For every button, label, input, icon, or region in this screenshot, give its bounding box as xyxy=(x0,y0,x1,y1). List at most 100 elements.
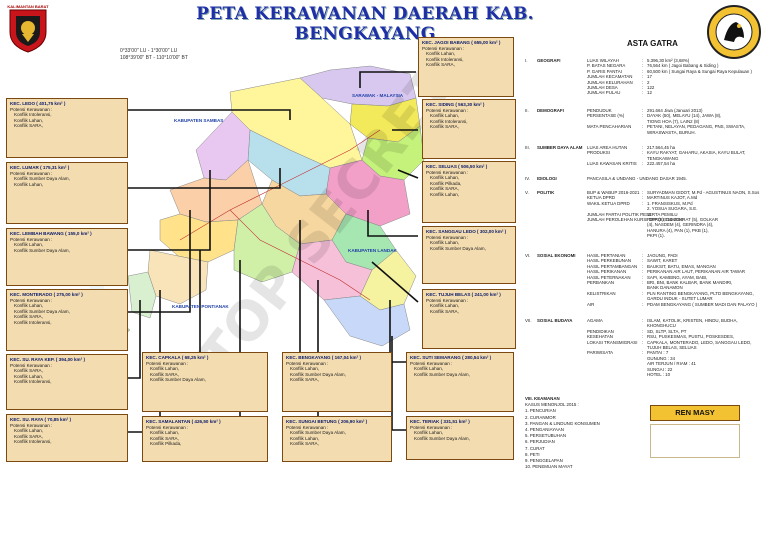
row-value: PERIKANAN AIR LAUT, PERIKANAN AIR TAWAR xyxy=(647,269,746,275)
connector-seluas xyxy=(397,169,419,179)
list-item: Konflik Intoleransi, xyxy=(14,319,52,325)
district-box-sungai-raya[interactable]: KEC. SU. RAYA ( 70,85 km² ) Potensi Kera… xyxy=(6,414,128,462)
section-heading: SOSIAL EKONOMI xyxy=(537,253,576,258)
district-name: KEC. LEDO ( 401,75 km² ) xyxy=(10,101,66,106)
district-name: KEC. SUNGAI BETUNG ( 206,90 km² ) xyxy=(286,419,368,424)
district-box-tujuh-belas[interactable]: KEC. TUJUH BELAS ( 241,00 km² ) Potensi … xyxy=(422,289,516,349)
row-colon: : xyxy=(642,290,644,296)
list-item: Konflik Sumber Daya Alam, xyxy=(290,371,346,377)
list-item: Konflik Sumber Daya Alam, xyxy=(14,247,70,253)
table-row: PARIWISATA:PANTAI : 7 xyxy=(587,350,762,355)
district-box-suti[interactable]: KEC. SUTI SEMARANG ( 280,54 km² ) Potens… xyxy=(406,352,514,412)
table-row: PENDIDIKAN:SD, SLTP, SLTA, PT xyxy=(587,329,762,334)
keamanan-heading: VIII. KEAMANAN xyxy=(525,396,600,402)
row-key: JUMLAH PEROLEHAN KURSI DPRD 2014-2019 xyxy=(587,216,684,222)
row-value: 12 xyxy=(647,90,652,96)
list-item: Konflik SARA, xyxy=(150,371,179,377)
row-colon: : xyxy=(642,74,644,80)
section-number: VII. xyxy=(525,318,532,323)
row-value: SD, SLTP, SLTA, PT xyxy=(647,328,687,334)
section-heading: POLITIK xyxy=(537,190,555,195)
district-name: KEC. JAGOI BABANG ( 655,00 km² ) xyxy=(422,40,501,45)
row-value: PKPI (1). xyxy=(647,233,665,239)
row-colon: : xyxy=(642,301,644,307)
list-item: Konflik SARA, xyxy=(14,368,43,374)
list-item: Konflik Intoleransi, xyxy=(430,118,468,124)
district-box-lembah[interactable]: KEC. LEMBAH BAWANG ( 155,0 km² ) Potensi… xyxy=(6,228,128,286)
district-box-sungai-betung[interactable]: KEC. SUNGAI BETUNG ( 206,90 km² ) Potens… xyxy=(282,416,392,462)
row-colon: : xyxy=(642,200,644,206)
row-value: JAGUNG, PADI xyxy=(647,253,678,258)
row-colon: : xyxy=(642,79,644,85)
row-key: HASIL PETERNAKAN xyxy=(587,274,631,280)
district-box-jagoi[interactable]: KEC. JAGOI BABANG ( 655,00 km² ) Potensi… xyxy=(418,37,514,97)
potensi-label: Potensi Kerawanan : xyxy=(146,424,189,430)
connector-sanggau xyxy=(367,210,418,237)
district-box-monterado[interactable]: KEC. MONTERADO ( 275,00 km² ) Potensi Ke… xyxy=(6,289,128,351)
district-name: KEC. MONTERADO ( 275,00 km² ) xyxy=(10,292,83,297)
potensi-label: Potensi Kerawanan : xyxy=(10,422,53,428)
connector-ledo xyxy=(128,109,291,120)
district-box-sungai-raya-kep[interactable]: KEC. SU. RAYA KEP. ( 394,00 km² ) Potens… xyxy=(6,354,128,410)
district-name: KEC. TERIAK ( 331,51 km² ) xyxy=(410,419,470,424)
list-item: Konflik Lahan, xyxy=(14,373,44,379)
row-value: WIRASWASTA, BURUH. xyxy=(647,129,696,135)
ren-masy-panel xyxy=(650,424,740,458)
list-item: Konflik Sumber Daya Alam, xyxy=(150,377,206,383)
row-colon: : xyxy=(642,150,644,156)
list-item: 4. PENGANIAYAAN xyxy=(525,427,564,433)
coords-line-2: 108°39'00" BT - 110°10'00" BT xyxy=(120,55,188,61)
row-colon: : xyxy=(642,318,644,323)
potensi-label: Potensi Kerawanan : xyxy=(10,106,53,112)
district-box-siding[interactable]: KEC. SIDING ( 563,30 km² ) Potensi Keraw… xyxy=(422,99,516,159)
row-colon: : xyxy=(642,274,644,280)
list-item: 9. PENGGELAPAN xyxy=(525,458,563,464)
district-box-bengkayang[interactable]: KEC. BENGKAYANG ( 167,04 km² ) Potensi K… xyxy=(282,352,392,412)
table-row: PERBANKAN:BRI, BNI, BANK KALBAR, BANK MA… xyxy=(587,280,762,285)
row-key: PRODUKSI xyxy=(587,150,610,156)
list-item: Konflik SARA, xyxy=(150,435,179,441)
list-item: Konflik SARA, xyxy=(426,62,455,68)
table-row: (4), NASDEM (4), GERINDRA (4), xyxy=(587,222,762,227)
row-key: PENDUDUK xyxy=(587,108,612,113)
district-box-lumar[interactable]: KEC. LUMAR ( 175,31 km² ) Potensi Kerawa… xyxy=(6,162,128,224)
district-box-capkala[interactable]: KEC. CAPKALA ( 68,25 km² ) Potensi Keraw… xyxy=(142,352,268,412)
page-title: PETA KERAWANAN DAERAH KAB. BENGKAYANG xyxy=(196,4,534,44)
ren-masy-button[interactable]: REN MASY xyxy=(650,405,740,421)
district-name: KEC. SIDING ( 563,30 km² ) xyxy=(426,102,485,107)
table-row: PENDUDUK:291.664 Jiwa (Januari 2013) xyxy=(587,108,762,113)
list-item: Konflik Lahan, xyxy=(426,51,456,57)
table-row: PRODUKSI:KAYU RAKYAT, GAHARU, AKASIA, KA… xyxy=(587,150,762,155)
district-box-teriak[interactable]: KEC. TERIAK ( 331,51 km² ) Potensi Keraw… xyxy=(406,416,514,460)
list-item: Konflik Lahan, xyxy=(14,242,44,248)
row-key: BUP & WABUP 2016-2021 xyxy=(587,190,640,195)
district-box-sanggau[interactable]: KEC. SANGGAU LEDO ( 302,00 km² ) Potensi… xyxy=(422,226,516,284)
table-row: PERSENTASE (%):DAYAK (50), MELAYU (14), … xyxy=(587,113,762,118)
list-item: Konflik Sumber Daya Alam, xyxy=(414,435,470,441)
table-row: JUMLAH KELURAHAN:2 xyxy=(587,80,762,85)
district-box-samalantan[interactable]: KEC. SAMALANTAN ( 426,50 km² ) Potensi K… xyxy=(142,416,268,462)
row-value: PANTAI : 7 xyxy=(647,350,669,356)
row-value: CAPKALA, MONTERADO, LEDO, SANGGAU LEDO, xyxy=(647,339,752,345)
row-colon: : xyxy=(642,211,644,217)
list-item: Konflik Sumber Daya Alam, xyxy=(430,245,486,251)
row-colon: : xyxy=(642,279,644,285)
list-item: 10. PENEMUAN MAYAT xyxy=(525,464,573,470)
list-item: Konflik Sumber Daya Alam, xyxy=(414,371,470,377)
list-item: 1. PENCURIAN xyxy=(525,408,556,414)
district-box-ledo[interactable]: KEC. LEDO ( 401,75 km² ) Potensi Kerawan… xyxy=(6,98,128,158)
table-row: HOTEL : 10 xyxy=(587,372,762,377)
potensi-label: Potensi Kerawanan : xyxy=(10,297,53,303)
district-box-seluas[interactable]: KEC. SELUAS ( 506,50 km² ) Potensi Keraw… xyxy=(422,161,516,223)
row-key: P. BATAS NEGARA xyxy=(587,63,626,69)
row-key: MATA PENCAHARIAN xyxy=(587,124,632,130)
section-number: V. xyxy=(525,190,529,195)
row-value: 2. YOSUA SUGARA, S.E. xyxy=(647,206,698,212)
row-key: KELISTRIKAN xyxy=(587,290,616,296)
row-value: SURYADMAN GIDOT, M.Pd - AGUSTINUS NAON, … xyxy=(647,190,760,195)
table-row: AIR TERJUN / RIAM : 41 xyxy=(587,361,762,366)
list-item: Konflik Lahan, xyxy=(414,430,444,436)
list-item: 5. PERSETUBUHAN xyxy=(525,433,566,439)
keamanan-sub: KASUS MENONJOL 2015 : xyxy=(525,402,579,408)
row-value: BAUKSIT, BATU, EMAS, MANGAN xyxy=(647,263,716,269)
